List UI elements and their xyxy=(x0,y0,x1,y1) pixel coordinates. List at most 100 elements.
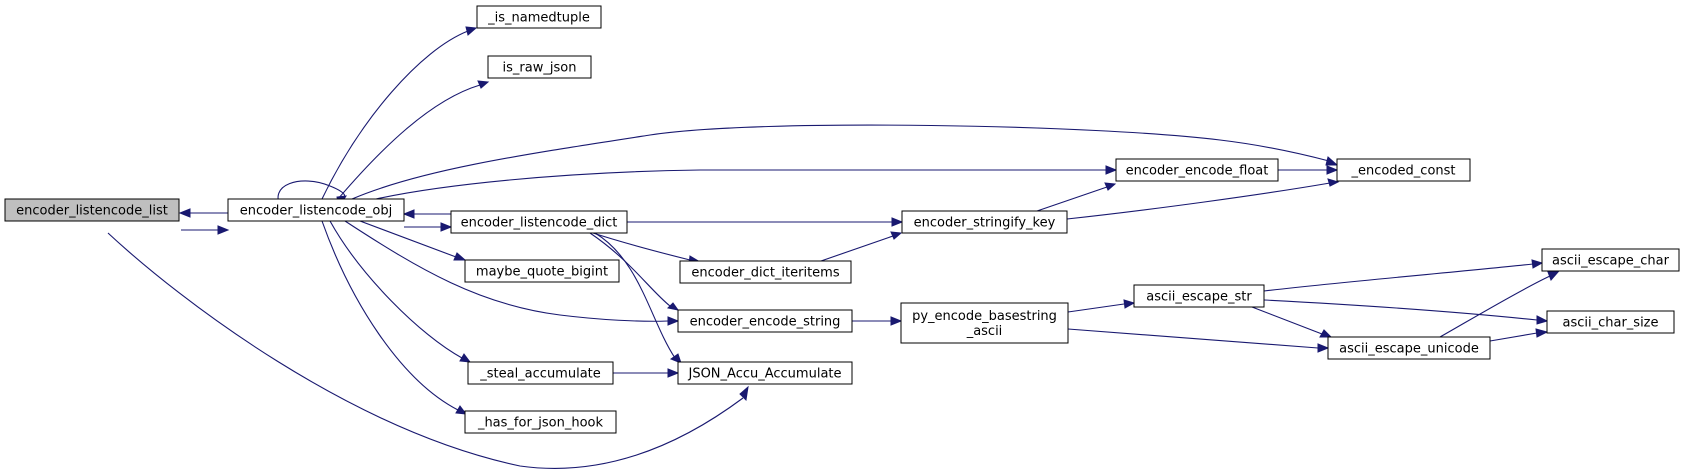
edge-arrowhead xyxy=(1105,165,1118,175)
node-box xyxy=(4,198,180,222)
node-has-for-json-hook[interactable]: _has_for_json_hook xyxy=(464,410,617,434)
node-label: ascii_char_size xyxy=(1562,316,1658,331)
edge-iter-to-key xyxy=(820,231,903,262)
node-label: JSON_Accu_Accumulate xyxy=(687,367,841,382)
node-box xyxy=(900,302,1069,344)
nodes-layer: encoder_listencode_list encoder_listencod… xyxy=(4,5,1680,434)
node-json-accu-accumulate[interactable]: JSON_Accu_Accumulate xyxy=(677,361,853,385)
node-label: _steal_accumulate xyxy=(479,367,601,382)
edge-str-to-char xyxy=(1263,259,1544,292)
node-label: ascii_escape_str xyxy=(1146,290,1252,305)
node-box xyxy=(450,210,628,234)
edge-arrowhead xyxy=(459,353,472,363)
edge-dict-to-iter xyxy=(592,232,702,265)
node-box xyxy=(464,259,620,283)
edge-arrowhead xyxy=(1536,315,1549,325)
edge-arrowhead xyxy=(1104,182,1117,191)
node-label: encoder_encode_float xyxy=(1126,164,1269,179)
node-box xyxy=(1133,284,1265,308)
edge-str-to-uni xyxy=(1251,306,1333,338)
edge-arrowhead xyxy=(440,222,453,232)
edge-str-to-size xyxy=(1263,299,1549,325)
edge-key-to-const xyxy=(1066,178,1340,220)
edge-arrowhead xyxy=(891,217,904,227)
node-label: _has_for_json_hook xyxy=(477,416,604,431)
node-label: _encoded_const xyxy=(1350,164,1455,179)
node-ascii-char-size[interactable]: ascii_char_size xyxy=(1546,310,1675,334)
node-label: encoder_listencode_obj xyxy=(240,204,392,219)
edge-line xyxy=(344,220,669,322)
edge-obj-to-steal xyxy=(329,220,472,363)
edge-line xyxy=(321,220,459,411)
edge-arrowhead xyxy=(666,302,680,311)
edge-arrowhead xyxy=(667,368,680,378)
node-encoder-listencode-dict[interactable]: encoder_listencode_dict xyxy=(450,210,628,234)
node-label: ascii_escape_char xyxy=(1552,254,1670,269)
node-encoder-listencode-list[interactable]: encoder_listencode_list xyxy=(4,198,180,222)
node-encoder-encode-float[interactable]: encoder_encode_float xyxy=(1115,158,1279,182)
edge-arrowhead xyxy=(890,231,903,240)
edge-arrowhead xyxy=(477,80,490,89)
edge-line xyxy=(820,235,894,262)
edge-uni-to-char xyxy=(1439,271,1560,338)
edge-line xyxy=(1263,263,1534,292)
node-box xyxy=(487,55,592,79)
edge-arrowhead xyxy=(1123,299,1136,309)
edge-line xyxy=(1489,332,1538,342)
edge-obj-to-hook xyxy=(321,220,468,415)
node-box xyxy=(464,410,617,434)
node-label: encoder_encode_string xyxy=(690,315,841,330)
node-encoder-listencode-obj[interactable]: encoder_listencode_obj xyxy=(227,198,405,222)
edge-line xyxy=(337,84,481,200)
node-maybe-quote-bigint[interactable]: maybe_quote_bigint xyxy=(464,259,620,283)
node-label: ascii_escape_unicode xyxy=(1339,342,1479,357)
edge-float-to-const xyxy=(1278,165,1339,175)
node-py-encode-basestring-ascii[interactable]: py_encode_basestring_ascii xyxy=(900,302,1069,344)
edge-arrowhead xyxy=(669,353,682,364)
node-box xyxy=(901,210,1068,234)
node-encoder-dict-iteritems[interactable]: encoder_dict_iteritems xyxy=(679,260,852,284)
edge-arrowhead xyxy=(465,26,478,36)
edge-arrowhead xyxy=(1317,343,1330,353)
edge-line xyxy=(589,232,671,307)
node-label: _ascii xyxy=(966,324,1003,339)
edge-list-to-accu xyxy=(107,232,749,469)
node-encoder-stringify-key[interactable]: encoder_stringify_key xyxy=(901,210,1068,234)
edge-line xyxy=(1066,182,1331,220)
edge-steal-to-accu xyxy=(613,368,680,378)
node-box xyxy=(1541,248,1680,272)
node-ascii-escape-str[interactable]: ascii_escape_str xyxy=(1133,284,1265,308)
edge-arrowhead xyxy=(1325,156,1339,166)
edge-line xyxy=(351,124,1330,200)
node-is-raw-json[interactable]: is_raw_json xyxy=(487,55,592,79)
edge-dict-to-accu xyxy=(594,232,682,364)
edge-key-to-float xyxy=(1036,182,1117,212)
node-encoded-const[interactable]: _encoded_const xyxy=(1336,158,1471,182)
edge-arrowhead xyxy=(1531,259,1544,269)
edge-arrowhead xyxy=(1535,328,1549,338)
edge-string-to-pyenc xyxy=(852,316,903,326)
node-steal-accumulate[interactable]: _steal_accumulate xyxy=(467,361,614,385)
node-encoder-encode-string[interactable]: encoder_encode_string xyxy=(677,309,853,333)
edge-line xyxy=(594,232,676,359)
node-is-namedtuple[interactable]: _is_namedtuple xyxy=(476,5,602,29)
node-ascii-escape-char[interactable]: ascii_escape_char xyxy=(1541,248,1680,272)
edge-pyenc-to-uni xyxy=(1067,328,1330,353)
edge-line xyxy=(1263,299,1538,321)
edge-arrowhead xyxy=(217,225,230,235)
edge-obj-to-list xyxy=(178,208,228,218)
edge-arrowhead xyxy=(178,208,191,218)
node-box xyxy=(1336,158,1471,182)
node-label: py_encode_basestring xyxy=(912,309,1057,324)
edge-line xyxy=(375,169,1106,200)
edge-obj-to-dict xyxy=(404,222,453,232)
edge-line xyxy=(1067,303,1125,313)
edge-obj-to-float xyxy=(375,165,1118,200)
edge-line xyxy=(359,220,457,258)
edge-line xyxy=(592,232,691,261)
edge-obj-to-raw xyxy=(337,80,490,200)
node-ascii-escape-unicode[interactable]: ascii_escape_unicode xyxy=(1327,336,1491,360)
node-label: encoder_listencode_list xyxy=(16,204,168,219)
edge-line xyxy=(1067,328,1319,349)
